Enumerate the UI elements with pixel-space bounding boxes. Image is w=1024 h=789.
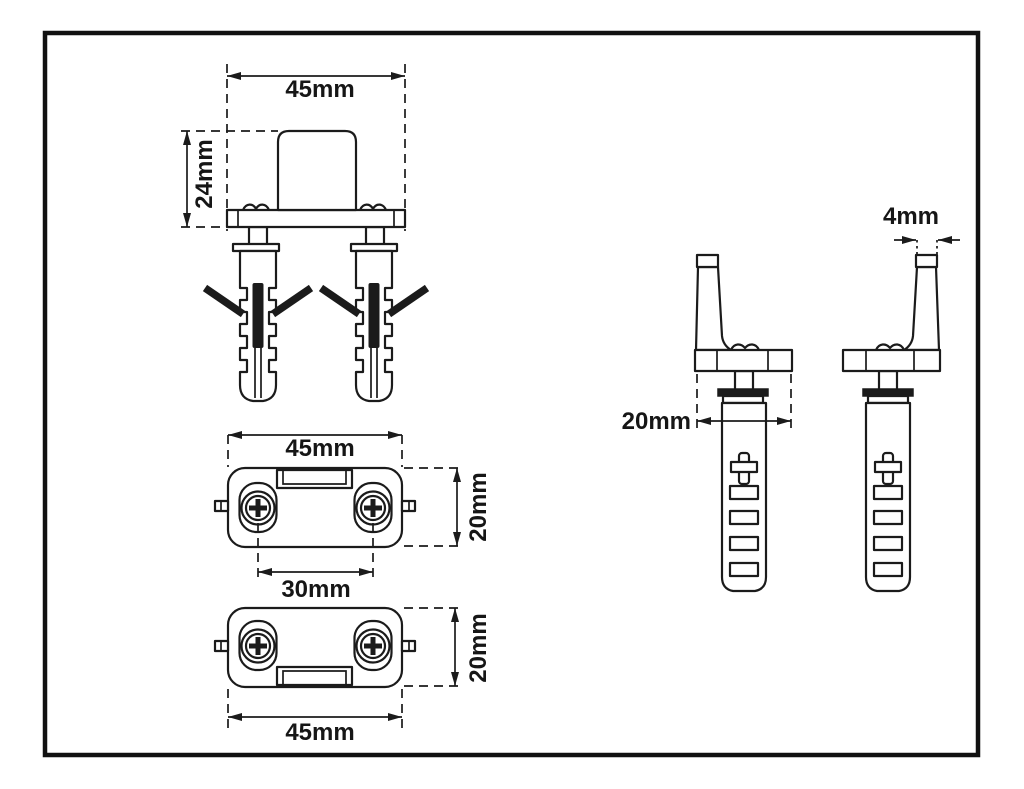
extension-lines (181, 130, 278, 228)
side-anchor (862, 369, 914, 593)
anchor-window (872, 509, 904, 526)
base-plate-end-lines (237, 210, 395, 227)
expansion-wing-right (270, 284, 314, 318)
side-anchor (717, 369, 769, 593)
screw-head-bump-right (358, 203, 388, 211)
dim-front-width: 45mm (226, 64, 406, 231)
dim-label-plan-bottom-width: 45mm (285, 719, 354, 746)
dim-label-plan-top-width: 45mm (285, 435, 354, 462)
phillips-cross-icon (364, 637, 382, 655)
anchor-window (872, 535, 904, 552)
dim-label-plan-top-depth: 20mm (465, 472, 492, 541)
anchor-window (872, 561, 904, 578)
bolt-shaft (877, 369, 899, 392)
latch-slot (275, 468, 354, 490)
latch-slot-inner (282, 670, 347, 685)
toggle-pin-bar (873, 460, 903, 474)
drawing-border-frame (42, 30, 981, 758)
extension-lines (257, 508, 374, 578)
side-pins (213, 639, 417, 653)
anchor-body (720, 401, 768, 593)
extension-lines (227, 689, 403, 731)
plan-view-top: 45mm 20mm 30mm (213, 431, 492, 603)
extension-lines (404, 467, 462, 547)
side-view-left: 20mm (622, 253, 794, 593)
base-plate-section-lines (716, 350, 769, 371)
dim-label-side-base-depth: 20mm (622, 408, 691, 435)
front-anchor-right (318, 225, 430, 403)
screw-head-bump-left (241, 203, 271, 211)
dim-side-tip-width: 4mm (883, 203, 960, 254)
expansion-wing-left (202, 284, 246, 318)
dim-label-front-height: 24mm (191, 139, 218, 208)
front-view: 45mm 24mm (181, 64, 430, 403)
extension-lines (916, 240, 938, 254)
bracket-block (276, 129, 358, 212)
plan-view-bottom: 20mm 45mm (213, 606, 492, 746)
dim-label-hole-spacing: 30mm (281, 576, 350, 603)
screw-boss-left (238, 619, 278, 672)
latch-slot-inner (282, 470, 347, 485)
phillips-cross-icon (249, 637, 267, 655)
side-pins (213, 499, 417, 513)
anchor-split-slit (370, 348, 378, 398)
base-plate (693, 348, 794, 373)
screw-head-bump (729, 343, 761, 351)
screw-head-bump (874, 343, 906, 351)
side-view-right: 4mm (841, 203, 960, 593)
expansion-wing-left (318, 284, 362, 318)
anchor-window (872, 484, 904, 501)
extension-lines (227, 435, 403, 467)
anchor-body (864, 401, 912, 593)
anchor-window (728, 509, 760, 526)
dim-front-height: 24mm (181, 130, 278, 228)
anchor-window (728, 535, 760, 552)
extension-lines (226, 64, 406, 231)
front-anchor-left (202, 225, 314, 403)
base-plate (841, 348, 942, 373)
screw-ring (240, 628, 276, 664)
screw-head (359, 632, 387, 660)
screw-boss-right (353, 619, 393, 672)
dim-hole-spacing: 30mm (257, 508, 374, 603)
bolt-shaft (247, 225, 269, 247)
base-plate (225, 208, 407, 229)
dim-plan-top-width: 45mm (227, 431, 403, 467)
anchor-window (728, 561, 760, 578)
anchor-window (728, 484, 760, 501)
screw-rod (252, 283, 264, 348)
expansion-wing-right (386, 284, 430, 318)
screw-ring (355, 628, 391, 664)
screw-head (244, 494, 272, 522)
bolt-shaft (733, 369, 755, 392)
screw-head (359, 494, 387, 522)
bolt-shaft (364, 225, 386, 247)
side-bracket (841, 253, 942, 373)
side-bracket (693, 253, 794, 373)
base-plate-section-lines (865, 350, 915, 371)
dim-label-front-width: 45mm (285, 76, 354, 103)
screw-rod (368, 283, 380, 348)
anchor-split-slit (254, 348, 262, 398)
bracket-post-tip (695, 253, 720, 269)
dim-plan-bottom-depth: 20mm (404, 607, 492, 687)
latch-slot (275, 665, 354, 687)
dim-side-base-depth: 20mm (622, 374, 792, 435)
front-bracket (225, 129, 407, 229)
dim-plan-bottom-width: 45mm (227, 689, 403, 746)
screw-head (244, 632, 272, 660)
dim-plan-top-depth: 20mm (404, 467, 492, 547)
toggle-pin-bar (729, 460, 759, 474)
dim-label-side-tip-width: 4mm (883, 203, 939, 230)
bracket-post-tip (914, 253, 939, 269)
dim-label-plan-bottom-depth: 20mm (465, 613, 492, 682)
